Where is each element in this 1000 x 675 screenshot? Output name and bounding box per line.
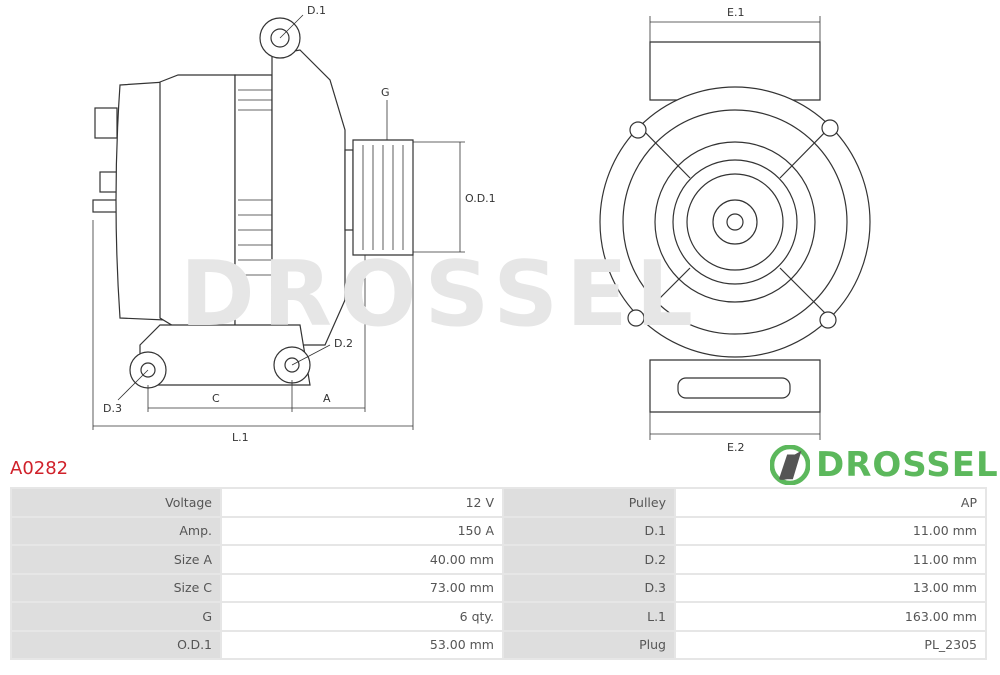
spec-label: Pulley [504, 489, 674, 516]
label-c: C [212, 392, 220, 405]
spec-value: 6 qty. [222, 603, 502, 630]
front-view: E.1 E.2 [599, 6, 871, 454]
drossel-logo: DROSSEL [770, 444, 999, 486]
spec-label: O.D.1 [12, 631, 220, 658]
label-d1: D.1 [307, 4, 326, 17]
spec-label: L.1 [504, 603, 674, 630]
spec-label: D.1 [504, 517, 674, 544]
spec-value: 53.00 mm [222, 631, 502, 658]
spec-label: G [12, 603, 220, 630]
spec-label: Voltage [12, 489, 220, 516]
spec-value: AP [676, 489, 985, 516]
spec-label: Size C [12, 574, 220, 601]
spec-value: 13.00 mm [676, 574, 985, 601]
part-number-title: A0282 [10, 458, 69, 479]
label-d3: D.3 [103, 402, 122, 415]
spec-label: D.3 [504, 574, 674, 601]
spec-value: PL_2305 [676, 631, 985, 658]
alternator-drawing: D.1 G O.D.1 D.2 D.3 C A L.1 E.1 E.2 DRO [92, 4, 871, 454]
label-e1: E.1 [727, 6, 744, 19]
spec-value: 163.00 mm [676, 603, 985, 630]
spec-label: D.2 [504, 546, 674, 573]
spec-label: Plug [504, 631, 674, 658]
label-g: G [381, 86, 390, 99]
spec-value: 11.00 mm [676, 546, 985, 573]
spec-label: Size A [12, 546, 220, 573]
label-a: A [323, 392, 331, 405]
spec-value: 73.00 mm [222, 574, 502, 601]
watermark: DROSSEL [180, 242, 701, 347]
spec-value: 150 A [222, 517, 502, 544]
logo-d-icon [770, 445, 810, 485]
label-l1: L.1 [232, 431, 249, 444]
label-d2: D.2 [334, 337, 353, 350]
label-od1: O.D.1 [465, 192, 496, 205]
label-e2: E.2 [727, 441, 744, 454]
spec-value: 12 V [222, 489, 502, 516]
spec-value: 11.00 mm [676, 517, 985, 544]
side-view: D.1 G O.D.1 D.2 D.3 C A L.1 [92, 4, 496, 444]
spec-label: Amp. [12, 517, 220, 544]
spec-value: 40.00 mm [222, 546, 502, 573]
logo-text: DROSSEL [816, 445, 999, 485]
